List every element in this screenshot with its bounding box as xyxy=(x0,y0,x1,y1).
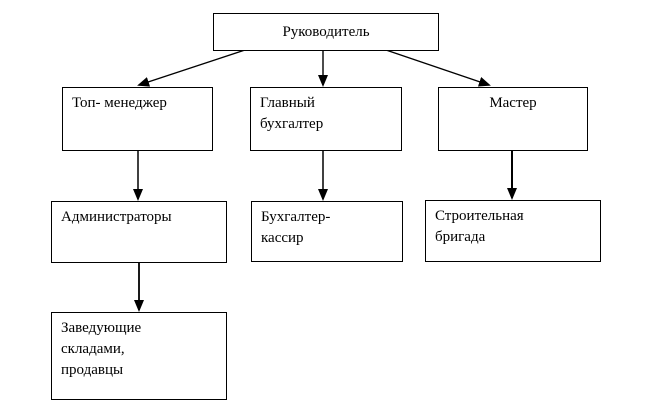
node-master-label: Мастер xyxy=(489,95,537,111)
node-top-manager-label: Топ- менеджер xyxy=(72,95,167,111)
node-accountant-cashier: Бухгалтер- кассир xyxy=(251,201,403,262)
node-warehouse-managers: Заведующие складами, продавцы xyxy=(51,312,227,400)
node-top-manager: Топ- менеджер xyxy=(62,87,213,151)
node-construction-crew: Строительная бригада xyxy=(425,200,601,262)
connector-director-master xyxy=(385,49,491,87)
connector-director-top-manager xyxy=(137,49,246,87)
node-administrators: Администраторы xyxy=(51,201,227,263)
node-warehouse-managers-label-line3: продавцы xyxy=(61,362,124,378)
node-accountant-cashier-label-line2: кассир xyxy=(261,230,304,246)
node-construction-crew-label-line1: Строительная xyxy=(435,208,524,224)
node-director-label: Руководитель xyxy=(282,23,370,40)
node-master: Мастер xyxy=(438,87,588,151)
node-chief-accountant: Главный бухгалтер xyxy=(250,87,402,151)
node-warehouse-managers-label-line2: складами, xyxy=(61,341,125,357)
node-chief-accountant-label-line2: бухгалтер xyxy=(260,116,324,132)
node-director: Руководитель xyxy=(213,13,439,51)
node-warehouse-managers-label-line1: Заведующие xyxy=(61,320,142,336)
node-chief-accountant-label-line1: Главный xyxy=(260,95,315,111)
node-accountant-cashier-label-line1: Бухгалтер- xyxy=(261,209,331,225)
node-construction-crew-label-line2: бригада xyxy=(435,229,486,245)
node-administrators-label: Администраторы xyxy=(61,209,172,225)
